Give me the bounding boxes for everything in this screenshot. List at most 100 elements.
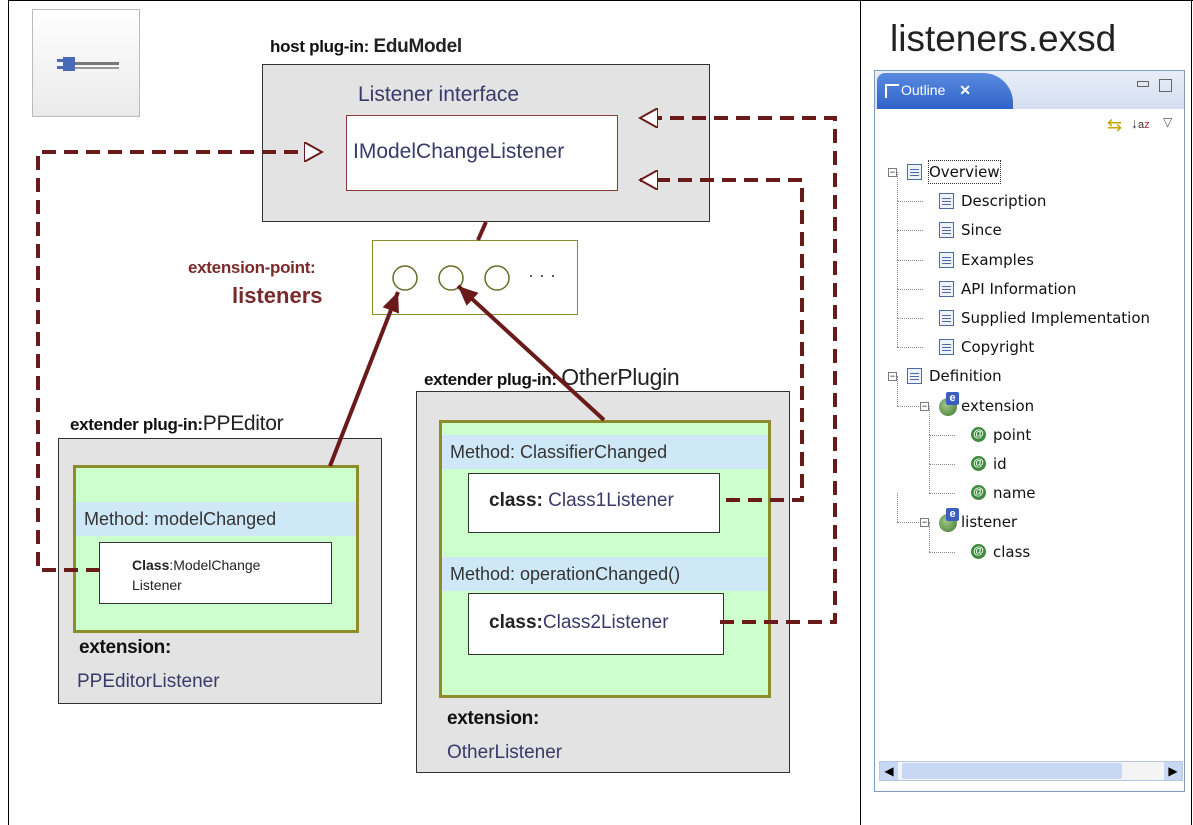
tree-connector [897, 172, 898, 202]
frame-right-border [1191, 0, 1192, 825]
ppeditor-plugin-box: Method: modelChanged Class:ModelChange L… [58, 438, 382, 704]
tree-item-definition[interactable]: Definition [929, 367, 1002, 386]
collapse-toggle-icon[interactable]: − [920, 400, 929, 411]
host-title: host plug-in: EduModel [270, 36, 462, 58]
doc-icon [939, 339, 954, 356]
extension-point-name: listeners [232, 283, 323, 308]
tree-connector [897, 201, 923, 203]
tree-connector [929, 522, 930, 552]
collapse-toggle-icon[interactable]: − [888, 371, 897, 382]
tree-connector [897, 259, 923, 261]
host-extension-point-link [476, 221, 488, 241]
tree-connector [929, 434, 955, 436]
ppeditor-class-rest: :ModelChange [169, 557, 261, 573]
collapse-toggle-icon[interactable]: − [888, 167, 897, 177]
ppeditor-class-label: Class:ModelChange Listener [132, 555, 260, 595]
attribute-icon: @ [971, 485, 986, 501]
tree-item-description[interactable]: Description [961, 192, 1047, 211]
attribute-class-icon: @ [971, 543, 986, 559]
tree-connector [929, 434, 930, 464]
doc-edit-icon [939, 193, 954, 210]
scroll-left-button[interactable]: ◀ [880, 762, 898, 780]
other-title: extender plug-in: OtherPlugin [424, 364, 680, 391]
scroll-right-button[interactable]: ▶ [1164, 762, 1182, 780]
tree-item-name[interactable]: name [993, 484, 1036, 503]
attribute-icon: @ [971, 426, 986, 442]
tree-item-class[interactable]: class [993, 542, 1031, 561]
other-extension-label: extension: [447, 708, 540, 729]
collapse-toggle-icon[interactable]: − [920, 517, 929, 528]
horizontal-scrollbar[interactable]: ◀ ▶ [879, 761, 1183, 781]
other-contributes-arrow [456, 284, 606, 422]
tree-connector [897, 376, 898, 406]
minimize-icon[interactable] [1137, 81, 1149, 87]
element-icon [939, 391, 959, 416]
other-method-1: Method: ClassifierChanged [442, 435, 768, 469]
other-name: OtherPlugin [561, 364, 680, 390]
other-class2-box: class:Class2Listener [468, 593, 724, 655]
sort-icon[interactable]: ↓az [1131, 115, 1150, 131]
ppeditor-method: Method: modelChanged [76, 502, 356, 536]
connector-overlay [36, 0, 837, 624]
tree-connector [897, 288, 923, 290]
doc-icon [907, 368, 922, 385]
tree-connector [897, 230, 898, 260]
ppeditor-realization-line [36, 152, 322, 572]
extension-point-prefix: extension-point: [188, 258, 316, 277]
frame-left-border [8, 0, 9, 825]
ppeditor-class-bold: Class [132, 557, 170, 573]
element-icon [939, 508, 959, 533]
outline-tab[interactable]: Outline ✕ [877, 73, 1013, 109]
tree-connector [897, 318, 898, 348]
tree-connector [897, 347, 923, 349]
other-method-2: Method: operationChanged() [442, 557, 768, 591]
tree-connector [897, 201, 898, 231]
other-class1-box: class: Class1Listener [468, 473, 720, 533]
tree-item-id[interactable]: id [993, 455, 1007, 473]
tree-connector [897, 405, 923, 407]
tree-item-supplied-implementation[interactable]: Supplied Implementation [961, 309, 1151, 327]
scroll-thumb[interactable] [902, 763, 1122, 779]
other-prefix: extender plug-in: [424, 370, 557, 389]
tree-item-since[interactable]: Since [961, 221, 1002, 240]
doc-edit-icon [939, 222, 954, 239]
tree-item-extension[interactable]: extension [961, 396, 1035, 415]
tree-connector [897, 522, 923, 524]
view-menu-icon[interactable]: ▽ [1163, 115, 1173, 129]
close-icon[interactable]: ✕ [959, 82, 971, 98]
ppeditor-contributes-arrow [328, 291, 400, 467]
tree-connector [929, 405, 930, 435]
ppeditor-class-rest2: Listener [132, 577, 182, 593]
maximize-icon[interactable] [1159, 79, 1172, 92]
doc-icon [907, 164, 922, 180]
tree-connector [897, 318, 923, 319]
outline-tabbar: Outline ✕ [875, 71, 1184, 109]
doc-icon [939, 280, 954, 297]
sync-icon[interactable]: ⇆ [1107, 115, 1123, 135]
extension-slots [392, 265, 510, 291]
outline-tab-label: Outline [901, 82, 946, 98]
interface-name: IModelChangeListener [353, 140, 565, 163]
other-extension-name: OtherListener [447, 742, 563, 763]
extension-point-box: · · · [372, 240, 578, 315]
tree-item-overview[interactable]: Overview [928, 160, 1001, 184]
other-class1-label: class: Class1Listener [489, 490, 674, 512]
tree-item-point[interactable]: point [993, 425, 1032, 444]
class1-realization-line [640, 180, 804, 502]
tree-item-api-information[interactable]: API Information [961, 279, 1077, 298]
tree-connector [929, 551, 955, 553]
other-class2-label: class:Class2Listener [489, 612, 669, 634]
ppeditor-extension: Method: modelChanged Class:ModelChange L… [73, 465, 359, 633]
interface-box: IModelChangeListener [346, 115, 618, 191]
other-class1-bold: class: [489, 490, 543, 511]
tree-connector [897, 288, 898, 318]
tree-item-examples[interactable]: Examples [961, 250, 1034, 269]
host-plugin-box: Listener interface IModelChangeListener [262, 64, 710, 222]
tree-item-listener[interactable]: listener [961, 513, 1018, 532]
other-class2-name: Class2Listener [542, 612, 669, 633]
schema-file-title: listeners.exsd [890, 18, 1117, 59]
frame-top-border [8, 0, 1193, 1]
ppeditor-title: extender plug-in:PPEditor [70, 412, 284, 436]
tree-item-copyright[interactable]: Copyright [961, 338, 1035, 357]
